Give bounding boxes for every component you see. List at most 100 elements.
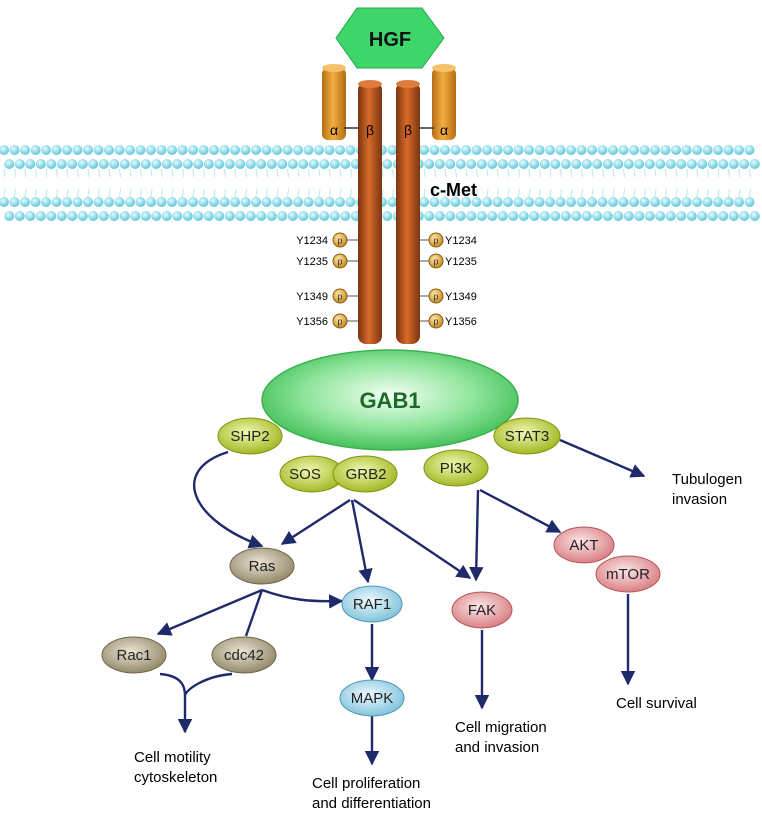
lipid-head (182, 211, 193, 221)
lipid-tail (182, 168, 184, 178)
lipid-head (665, 211, 676, 221)
lipid-head (466, 159, 477, 169)
lipid-head (434, 211, 445, 221)
lipid-tail (423, 188, 426, 198)
svg-text:p: p (433, 292, 438, 302)
lipid-head (739, 211, 750, 221)
lipid-head (308, 211, 319, 221)
lipid-tail (192, 168, 195, 178)
lipid-tail (182, 188, 184, 198)
lipid-tail (161, 168, 163, 178)
lipid-head (177, 145, 188, 155)
lipid-head (182, 159, 193, 169)
lipid-head (98, 211, 109, 221)
lipid-tail (87, 188, 90, 198)
arrow-ras-raf1 (261, 588, 344, 609)
lipid-head (140, 211, 151, 221)
lipid-head (713, 145, 723, 155)
stat3-label: STAT3 (505, 428, 549, 445)
site-label-right-2: Y1235 (445, 256, 477, 268)
ras-node: Ras (229, 547, 295, 585)
lipid-tail (570, 188, 573, 198)
lipid-head (461, 145, 471, 155)
lipid-head (235, 159, 246, 169)
lipid-tail (717, 188, 720, 198)
lipid-tail (528, 168, 531, 178)
lipid-tail (728, 188, 730, 198)
lipid-head (739, 159, 750, 169)
gab1-label: GAB1 (359, 388, 420, 413)
lipid-head (335, 197, 345, 207)
lipid-head (524, 145, 534, 155)
lipid-head (266, 159, 277, 169)
lipid-tail (434, 168, 436, 178)
fak-node: FAK (451, 591, 513, 629)
lipid-head (140, 159, 151, 169)
lipid-head (686, 211, 697, 221)
lipid-head (41, 145, 51, 155)
lipid-head (46, 159, 57, 169)
lipid-tail (77, 168, 79, 178)
lipid-tail (455, 188, 457, 198)
phospho-badge: p (332, 313, 348, 329)
lipid-head (167, 145, 177, 155)
lipid-head (440, 197, 450, 207)
lipid-tail (738, 168, 741, 178)
lipid-tail (602, 188, 604, 198)
lipid-head (287, 211, 298, 221)
arrow-ras-rac1 (156, 588, 263, 636)
lipid-head (293, 197, 303, 207)
lipid-head (576, 197, 587, 207)
outcome-migration-line1: Cell migration (455, 719, 547, 736)
lipid-tail (266, 188, 268, 198)
mtor-node: mTOR (595, 555, 661, 593)
lipid-head (319, 211, 330, 221)
lipid-head (718, 211, 729, 221)
phospho-badge: p (332, 288, 348, 304)
lipid-tail (150, 188, 153, 198)
lipid-tail (749, 168, 751, 178)
signaling-arrows (156, 438, 646, 766)
lipid-head (571, 211, 582, 221)
lipid-tail (444, 168, 447, 178)
lipid-head (487, 211, 498, 221)
lipid-head (539, 211, 550, 221)
lipid-head (114, 197, 125, 207)
lipid-tail (486, 168, 489, 178)
mapk-label: MAPK (351, 690, 394, 707)
lipid-head (9, 197, 20, 207)
lipid-tail (66, 168, 69, 178)
gab1-node: GAB1 (261, 349, 519, 451)
lipid-tail (276, 168, 279, 178)
lipid-tail (455, 168, 457, 178)
lipid-tail (476, 168, 478, 178)
lipid-tail (654, 188, 657, 198)
arrow-grb2-fak (353, 499, 472, 579)
lipid-head (623, 159, 634, 169)
lipid-tail (434, 188, 436, 198)
lipid-head (62, 145, 72, 155)
lipid-tail (675, 188, 678, 198)
lipid-tail (318, 168, 321, 178)
lipid-tail (234, 188, 237, 198)
lipid-head (235, 211, 246, 221)
lipid-head (245, 159, 256, 169)
cdc42-label: cdc42 (224, 647, 264, 664)
lipid-head (524, 197, 534, 207)
lipid-tail (696, 168, 699, 178)
lipid-tail (549, 188, 552, 198)
lipid-tail (24, 188, 27, 198)
site-label-right-4: Y1356 (445, 316, 477, 328)
lipid-head (718, 159, 729, 169)
lipid-head (550, 159, 561, 169)
lipid-head (618, 197, 629, 207)
outcome-tubulogen-line1: Tubulogen (672, 471, 742, 488)
lipid-head (497, 159, 508, 169)
lipid-head (707, 159, 718, 169)
alpha-chain-right (432, 64, 456, 140)
lipid-head (608, 197, 618, 207)
lipid-head (298, 211, 309, 221)
alpha-chain-left (322, 64, 346, 140)
lipid-head (314, 197, 324, 207)
lipid-head (198, 145, 209, 155)
